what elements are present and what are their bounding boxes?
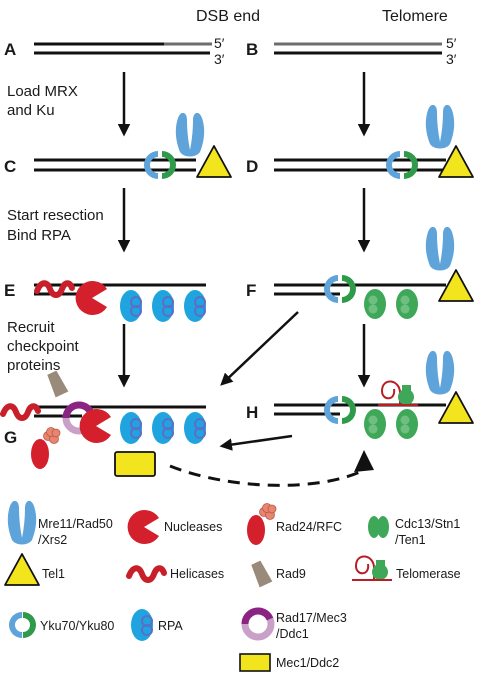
legend-helicase-icon [129, 568, 164, 580]
step-load-line1: Load MRX [7, 83, 78, 100]
legend-rad17-label-line2: /Ddc1 [276, 627, 309, 641]
legend-cst-label-line1: Cdc13/Stn1 [395, 517, 460, 531]
five-prime-label-b: 5′ [446, 35, 457, 51]
column-heading-dsb: DSB end [196, 8, 260, 25]
dna-duplex-h [274, 403, 446, 416]
legend: Mre11/Rad50 /Xrs2 Nucleases Rad24/RFC Cd… [4, 500, 461, 672]
dna-duplex-g [34, 405, 206, 418]
panel-label-d: D [246, 157, 258, 176]
legend-nucleases-label: Nucleases [164, 520, 222, 534]
legend-tel1-label: Tel1 [42, 567, 65, 581]
panel-label-h: H [246, 403, 258, 422]
panel-label-c: C [4, 157, 16, 176]
rpa-icon-g2 [151, 411, 175, 445]
legend-rpa-icon [130, 608, 154, 642]
legend-rad24-icon [246, 503, 277, 546]
legend-ku-label: Yku70/Yku80 [40, 619, 114, 633]
dna-duplex-d [274, 158, 446, 172]
step-recruit-line1: Recruit [7, 319, 55, 336]
legend-rad24-label: Rad24/RFC [276, 520, 342, 534]
ku-icon-f [324, 275, 356, 303]
step-recruit-line3: proteins [7, 357, 60, 374]
panel-label-e: E [4, 281, 15, 300]
mrx-icon-h [425, 350, 455, 395]
tel1-icon-c [196, 145, 232, 178]
legend-ku-icon [9, 612, 36, 638]
rpa-icon-e2 [151, 289, 175, 323]
legend-rad17-icon [245, 611, 271, 637]
mrx-icon-c [175, 112, 205, 157]
cst-icon-f2 [396, 289, 418, 319]
dna-duplex-a [34, 42, 212, 55]
legend-mec1-label: Mec1/Ddc2 [276, 656, 339, 670]
tel1-icon-h [438, 391, 474, 424]
legend-rad9-label: Rad9 [276, 567, 306, 581]
rpa-icon-g3 [183, 411, 207, 445]
five-prime-label-a: 5′ [214, 35, 225, 51]
dna-duplex-b [274, 42, 442, 55]
arrow-h-to-g [219, 434, 293, 451]
panel-label-g: G [4, 428, 17, 447]
step-recruit-line2: checkpoint [7, 338, 80, 355]
legend-rad9-icon [249, 559, 273, 588]
legend-helicases-label: Helicases [170, 567, 224, 581]
column-heading-telomere: Telomere [382, 8, 448, 25]
helicase-icon-g [3, 406, 38, 418]
dashed-arrowhead-h [354, 450, 374, 472]
panel-label-b: B [246, 40, 258, 59]
step-resect-line1: Start resection [7, 207, 104, 224]
three-prime-label-a: 3′ [214, 51, 225, 67]
dashed-line-mec1-to-h [169, 464, 365, 487]
arrow-f-to-g [220, 311, 299, 386]
mrx-icon-d [425, 104, 455, 149]
mec1-icon-g [114, 451, 156, 477]
legend-mec1-icon [239, 653, 271, 672]
ku-icon-d [386, 151, 418, 179]
ku-icon-c [144, 151, 176, 179]
rad24-icon-g [30, 427, 61, 470]
mrx-icon-f [425, 226, 455, 271]
telomerase-icon-h [377, 380, 419, 406]
legend-telomerase-label: Telomerase [396, 567, 461, 581]
legend-nuclease-icon [127, 510, 159, 544]
legend-tel1-icon [4, 553, 40, 586]
panel-label-f: F [246, 281, 256, 300]
step-resect-line2: Bind RPA [7, 227, 71, 244]
cst-icon-f1 [364, 289, 386, 319]
legend-telomerase-icon [351, 555, 393, 581]
rpa-icon-g1 [119, 411, 143, 445]
legend-mrx-icon [7, 500, 37, 545]
step-load-line2: and Ku [7, 102, 55, 119]
legend-cst-icon [368, 516, 389, 538]
rpa-icon-e1 [119, 289, 143, 323]
ku-icon-h [324, 396, 356, 424]
cst-icon-h1 [364, 409, 386, 439]
three-prime-label-b: 3′ [446, 51, 457, 67]
nuclease-icon-g [79, 409, 111, 443]
panel-label-a: A [4, 40, 16, 59]
legend-cst-label-line2: /Ten1 [395, 533, 426, 547]
cst-icon-h2 [396, 409, 418, 439]
rpa-icon-e3 [183, 289, 207, 323]
legend-rad17-label-line1: Rad17/Mec3 [276, 611, 347, 625]
legend-mrx-label-line2: /Xrs2 [38, 533, 67, 547]
legend-rpa-label: RPA [158, 619, 183, 633]
legend-mrx-label-line1: Mre11/Rad50 [38, 517, 113, 531]
dna-duplex-f [274, 283, 446, 296]
